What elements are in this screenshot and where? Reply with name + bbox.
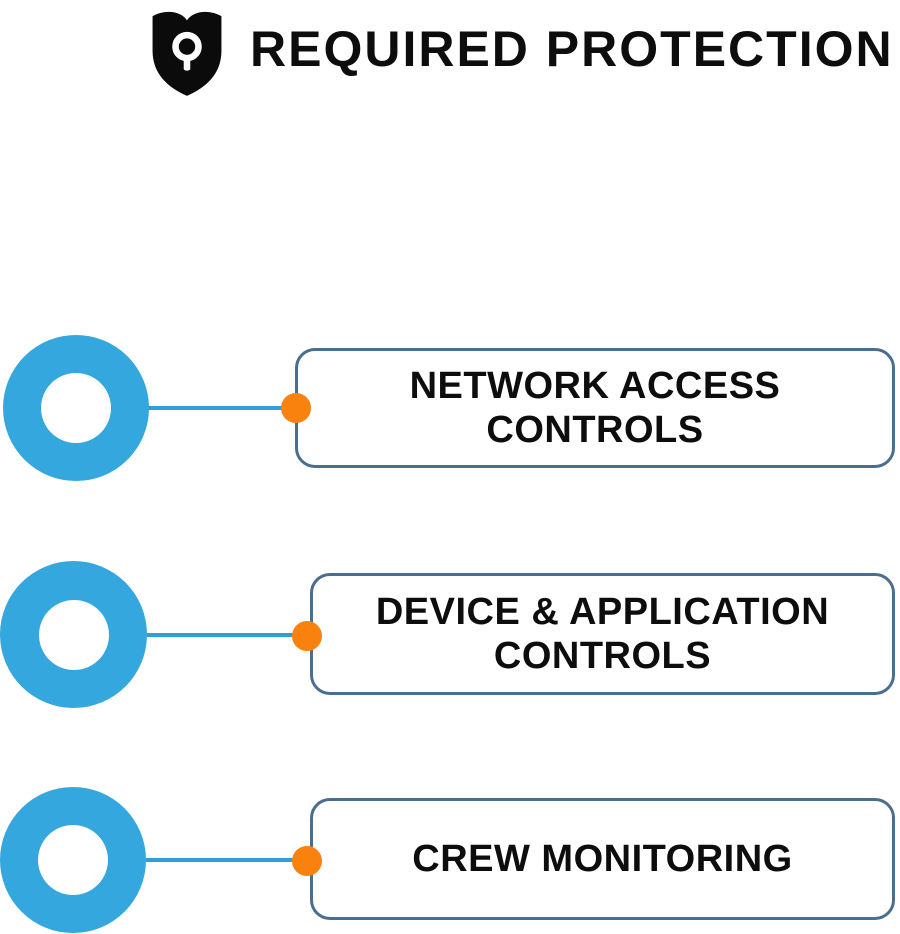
bullet-inner-circle — [38, 825, 108, 895]
connector-dot — [292, 621, 322, 651]
bullet-inner-circle — [41, 373, 111, 443]
bullet-circle — [0, 561, 147, 708]
label-text: CONTROLS — [486, 409, 704, 451]
connector-dot — [281, 393, 311, 423]
shield-keyhole-icon — [152, 11, 222, 96]
connector-line — [147, 633, 307, 637]
label-text: CREW MONITORING — [412, 838, 793, 880]
bullet-circle — [0, 787, 146, 933]
label-box-crew-monitoring: CREW MONITORING — [310, 798, 895, 920]
label-text: CONTROLS — [493, 635, 712, 677]
label-box-network-access-controls: NETWORK ACCESS CONTROLS — [295, 348, 895, 468]
label-text: DEVICE & APPLICATION — [375, 591, 830, 633]
connector-line — [148, 406, 296, 410]
connector-line — [146, 858, 307, 862]
bullet-inner-circle — [38, 599, 109, 670]
connector-dot — [292, 846, 322, 876]
page-title: REQUIRED PROTECTION — [250, 21, 894, 77]
label-text: NETWORK ACCESS — [409, 365, 781, 407]
bullet-circle — [3, 335, 149, 481]
label-box-device-application-controls: DEVICE & APPLICATION CONTROLS — [310, 573, 895, 695]
